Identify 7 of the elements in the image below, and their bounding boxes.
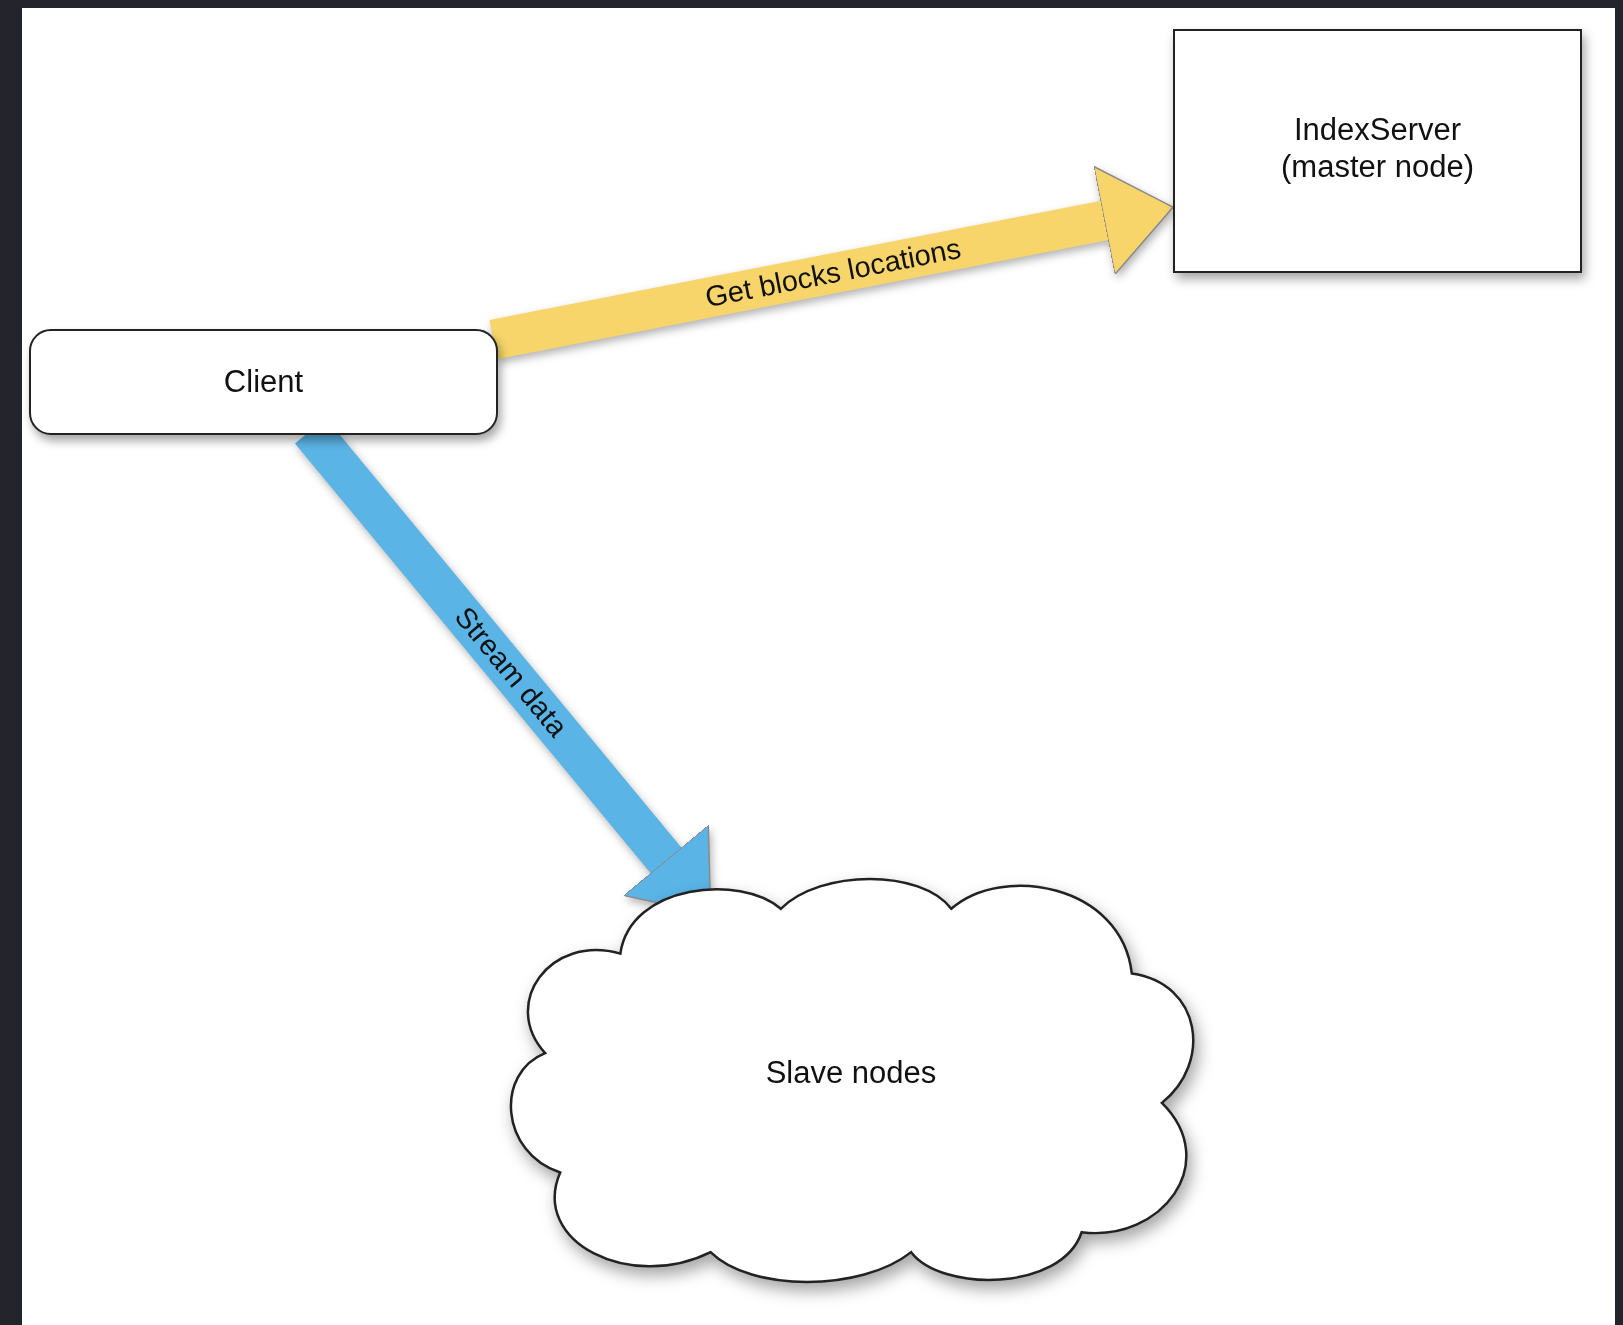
process-box: [1173, 29, 1582, 273]
node-label: Client: [223, 363, 304, 401]
rounded-box: [29, 329, 498, 435]
node-label: IndexServer (master node): [1280, 111, 1475, 186]
block-arrow: [489, 165, 1174, 360]
edge-label: Get blocks locations: [702, 232, 964, 315]
node-label: Slave nodes: [765, 1054, 937, 1092]
